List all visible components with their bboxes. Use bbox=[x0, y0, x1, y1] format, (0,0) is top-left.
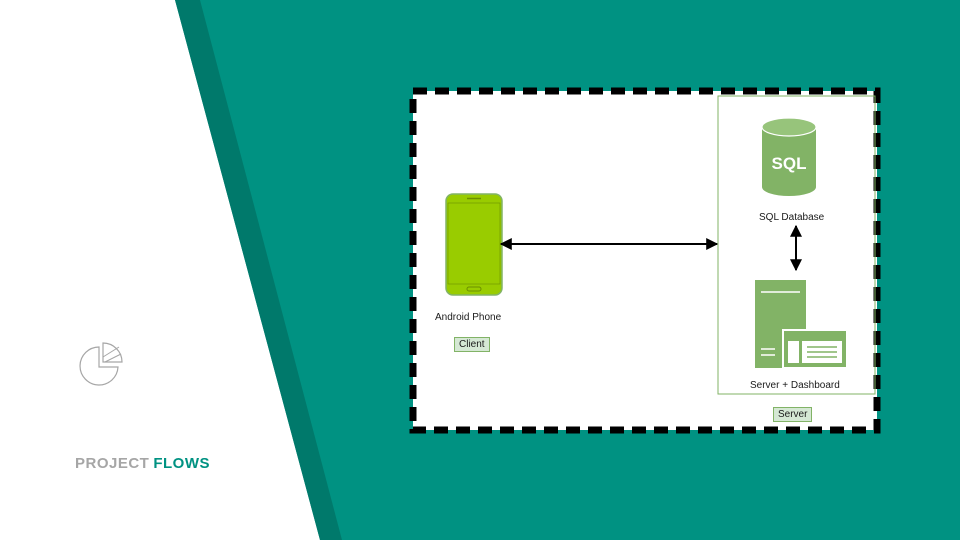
slide-title-word-1: PROJECT bbox=[75, 455, 150, 472]
accent-stripe bbox=[175, 0, 342, 540]
slide-title-word-2: FLOWS bbox=[153, 455, 211, 472]
client-group-label: Client bbox=[454, 337, 490, 352]
sql-database-label: SQL Database bbox=[759, 212, 825, 223]
database-icon-text: SQL bbox=[772, 154, 807, 173]
database-icon: SQL bbox=[761, 117, 817, 196]
server-group-label: Server bbox=[773, 407, 813, 422]
diagram-canvas: SQL bbox=[409, 87, 881, 434]
server-dashboard-icon bbox=[755, 280, 848, 369]
pie-chart-icon bbox=[79, 342, 123, 386]
server-dashboard-label: Server + Dashboard bbox=[750, 380, 840, 391]
white-panel bbox=[0, 0, 320, 540]
android-phone-icon bbox=[445, 193, 503, 296]
architecture-diagram: SQL Android Phone Client SQL Database Se… bbox=[409, 87, 881, 434]
android-phone-label: Android Phone bbox=[435, 312, 502, 323]
